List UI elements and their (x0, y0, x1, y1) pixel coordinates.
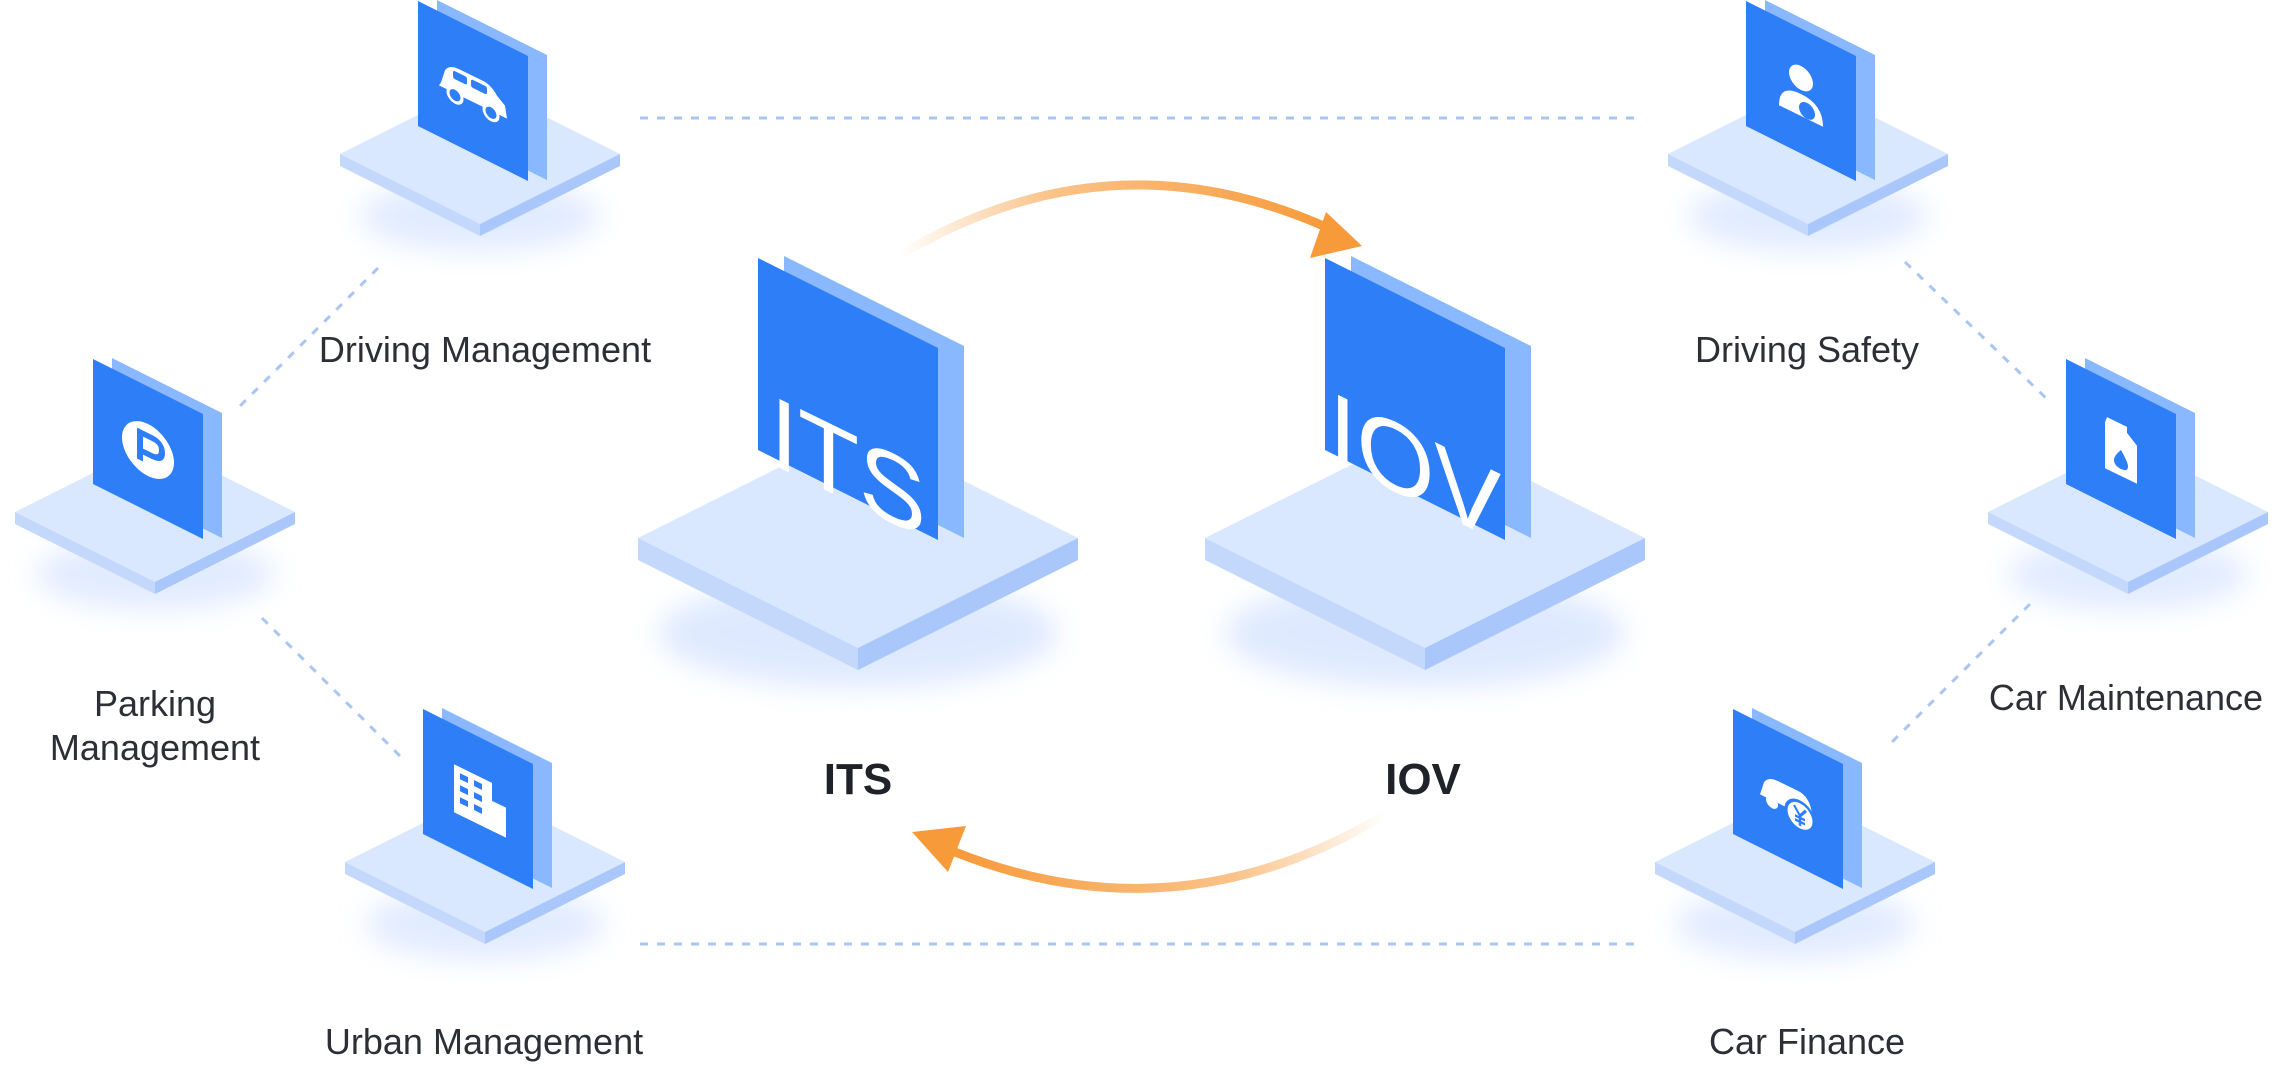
label-its: ITS (823, 755, 893, 804)
connector-lines (236, 116, 2050, 946)
arrow-head-right (1310, 212, 1362, 258)
node-urban-management (345, 708, 625, 960)
connector-safety-maintenance (1903, 260, 2050, 402)
label-driving-management: Driving Management (318, 329, 652, 370)
node-car-finance (1655, 708, 1935, 960)
node-parking-management (15, 358, 295, 610)
fuel-can-icon (2105, 417, 2137, 484)
label-parking-management: Parking Management (49, 683, 261, 768)
node-car-maintenance (1988, 358, 2268, 610)
label-iov: IOV (1385, 755, 1461, 804)
node-iov: IOV (1205, 256, 1645, 688)
parking-icon (122, 421, 174, 479)
node-its: ITS (638, 256, 1078, 688)
label-driving-safety: Driving Safety (1694, 329, 1920, 370)
driver-icon (1779, 64, 1823, 127)
label-car-maintenance: Car Maintenance (1988, 677, 2264, 718)
building-icon (454, 764, 506, 838)
arrow-iov-to-its (912, 810, 1390, 893)
node-driving-safety (1668, 0, 1948, 252)
node-driving-management (340, 0, 620, 252)
label-car-finance: Car Finance (1708, 1021, 1906, 1062)
car-icon (439, 67, 507, 123)
car-yen-icon (1760, 778, 1816, 834)
arrow-head-left (912, 826, 966, 872)
label-urban-management: Urban Management (324, 1021, 644, 1062)
arrow-its-to-iov (895, 180, 1362, 260)
connector-maintenance-finance (1888, 602, 2032, 746)
